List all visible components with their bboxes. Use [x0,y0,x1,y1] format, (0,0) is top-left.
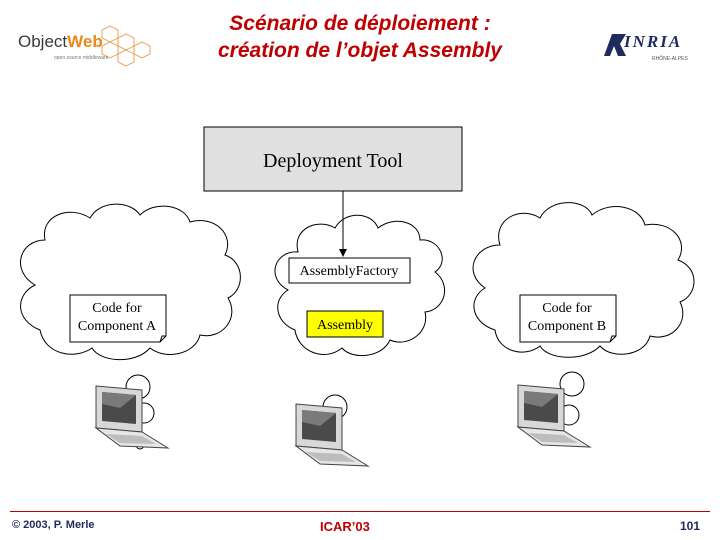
assembly-box [306,310,384,338]
laptop-icon-center [294,403,370,467]
slide-title-line1: Scénario de déploiement : [229,12,491,35]
assembly-label: Assembly [317,318,373,333]
footer-copyright: © 2003, P. Merle [12,519,95,531]
code-b-document [519,294,617,343]
objectweb-tagline: open source middleware [54,55,109,61]
slide-title: Scénario de déploiement : création de l’… [170,10,550,64]
footer-page-number: 101 [680,519,701,533]
objectweb-logo-text: ObjectWeb [18,32,103,51]
code-a-document [69,294,167,343]
laptop-icon-b [516,384,592,448]
code-b-label-line2: Component B [528,319,606,334]
slide-title-line2: création de l’objet Assembly [218,39,502,62]
objectweb-logo: ObjectWeb open source middleware [10,22,160,72]
footer-divider [10,511,710,512]
objectweb-honeycomb-icon [101,25,151,67]
laptop-icon-a [94,385,170,449]
deployment-tool-label: Deployment Tool [263,150,403,172]
inria-logo-text: INRIA [624,32,683,51]
footer-conference: ICAR’03 [320,519,370,534]
inria-emblem-icon [604,34,626,56]
assembly-factory-label: AssemblyFactory [300,264,399,279]
inria-logo: INRIA RHÔNE-ALPES [600,30,700,66]
code-a-label-line2: Component A [78,319,157,334]
deployment-tool-box [203,126,463,192]
code-b-label-line1: Code for [542,301,592,316]
inria-logo-sub: RHÔNE-ALPES [652,56,688,62]
assembly-factory-box [288,257,411,284]
code-a-label-line1: Code for [92,301,142,316]
